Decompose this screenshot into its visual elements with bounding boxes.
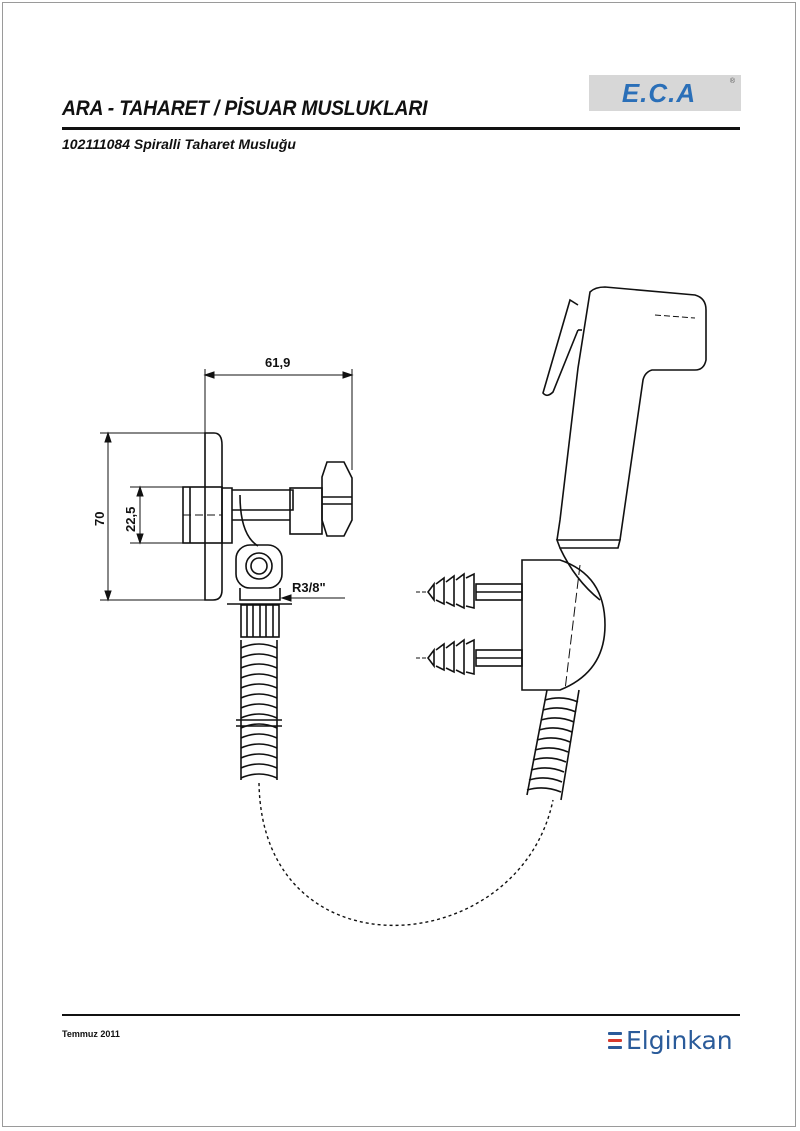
registered-mark: ® [729,78,735,85]
product-subtitle: 102111084 Spiralli Taharet Musluğu [62,136,296,152]
logo-text: E.C.A [621,78,697,108]
header-rule [62,127,740,130]
wall-bracket [521,559,606,691]
wall-plug-lower [416,638,523,676]
shower-trigger [542,298,579,397]
footer-rule [62,1014,740,1016]
dim-thread-label: R3/8" [292,580,326,595]
wall-plug-upper [416,572,523,610]
handle [321,461,353,537]
eca-logo: E.C.A ® [589,75,741,111]
wall-flange [204,432,223,601]
hand-shower [542,286,707,601]
page-title: ARA - TAHARET / PİSUAR MUSLUKLARI [62,97,428,120]
hose-loop [258,782,554,926]
outlet-fitting [227,544,292,638]
footer-date: Temmuz 2011 [62,1029,120,1039]
right-spiral-hose [526,689,580,801]
dim-width-label: 61,9 [265,355,290,370]
dim-height-label: 70 [92,512,107,526]
left-spiral-hose [236,640,282,780]
elginkan-logo: Elginkan [608,1024,733,1056]
dim-inner-label: 22,5 [123,507,138,532]
brand-name: Elginkan [626,1025,733,1055]
valve-body [182,486,323,547]
dimension-lines [100,369,354,602]
elginkan-mark-icon [608,1031,622,1049]
